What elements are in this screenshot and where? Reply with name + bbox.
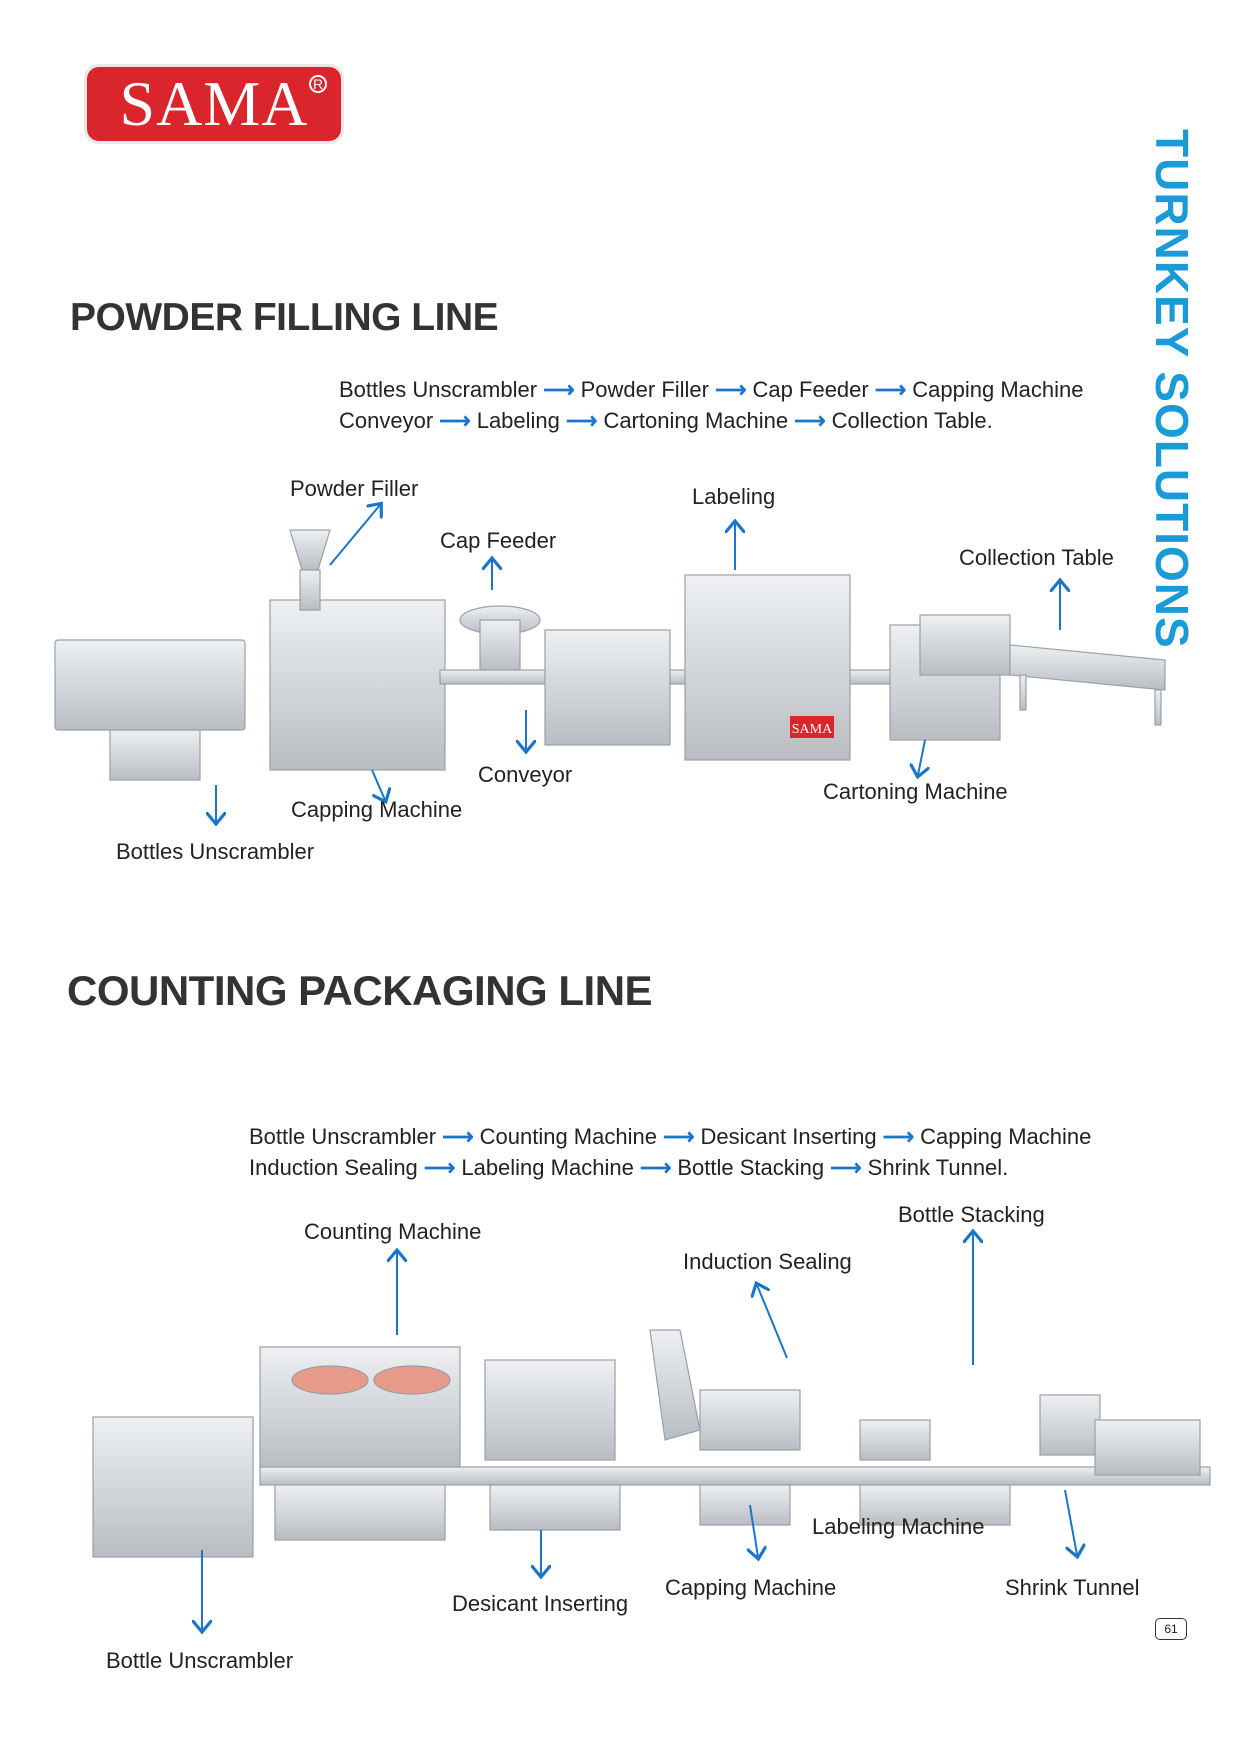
flow-step: Labeling [476,408,560,433]
flow-step: Counting Machine [479,1124,657,1149]
label-counting-machine: Counting Machine [304,1219,482,1244]
page-number: 61 [1155,1618,1187,1640]
arrow-right-icon: ⟶ [882,1124,915,1149]
arrow-right-icon: ⟶ [794,408,826,433]
label-shrink-tunnel: Shrink Tunnel [1005,1575,1140,1600]
arrow-right-icon: ⟶ [442,1124,474,1149]
arrow-right-icon: ⟶ [423,1155,456,1180]
flow-step: Bottle Stacking [677,1155,825,1180]
flow-step: Cartoning Machine [603,408,789,433]
flow-step: Labeling Machine [461,1155,634,1180]
label-powder-filler: Powder Filler [290,476,419,501]
label-collection-table: Collection Table [959,545,1114,570]
registered-mark: R [309,75,327,93]
side-title: TURNKEY SOLUTIONS [1146,129,1198,649]
counting-flow-line-2: Induction Sealing⟶Labeling Machine⟶Bottl… [249,1152,1008,1183]
flow-step: Induction Sealing [249,1155,418,1180]
label-labeling: Labeling [692,484,776,509]
counting-section-title: COUNTING PACKAGING LINE [67,967,653,1014]
flow-step: Conveyor [339,408,434,433]
machine-badge: SAMA [792,722,833,737]
arrow-right-icon: ⟶ [662,1124,695,1149]
arrow-right-icon: ⟶ [439,408,471,433]
label-bottle-unscrambler: Bottle Unscrambler [106,1648,294,1673]
label-conveyor: Conveyor [478,762,573,787]
arrow-right-icon: ⟶ [639,1155,672,1180]
arrow-right-icon: ⟶ [565,408,598,433]
counting-callout-arrows [202,1233,1077,1630]
powder-section-title: POWDER FILLING LINE [70,296,499,339]
arrow-right-icon: ⟶ [543,377,575,402]
flow-step: Capping Machine [920,1124,1092,1149]
label-labeling-machine: Labeling Machine [812,1514,985,1539]
flow-step: Bottle Unscrambler [249,1124,437,1149]
flow-step: Collection Table. [831,408,993,433]
flow-step: Capping Machine [912,377,1084,402]
logo-text: SAMA [119,68,309,139]
powder-line-machines [54,529,1166,781]
flow-step: Shrink Tunnel. [867,1155,1009,1180]
powder-flow-line-1: Bottles Unscrambler⟶Powder Filler⟶Cap Fe… [339,374,1084,405]
flow-step: Cap Feeder [752,377,869,402]
label-capping-machine-2: Capping Machine [665,1575,837,1600]
label-cartoning-machine: Cartoning Machine [823,779,1008,804]
flow-step: Desicant Inserting [700,1124,877,1149]
label-cap-feeder: Cap Feeder [440,528,557,553]
arrow-right-icon: ⟶ [874,377,907,402]
powder-callout-arrows [216,505,1060,822]
label-bottles-unscrambler: Bottles Unscrambler [116,839,315,864]
flow-step: Powder Filler [580,377,709,402]
sama-logo: SAMA R [87,67,341,141]
powder-flow-line-2: Conveyor⟶Labeling⟶Cartoning Machine⟶Coll… [339,405,993,436]
label-bottle-stacking: Bottle Stacking [898,1202,1045,1227]
arrow-right-icon: ⟶ [715,377,747,402]
counting-line-machines [92,1329,1211,1558]
label-desicant-inserting: Desicant Inserting [452,1591,629,1616]
label-capping-machine: Capping Machine [291,797,463,822]
label-induction-sealing: Induction Sealing [683,1249,852,1274]
arrow-right-icon: ⟶ [830,1155,862,1180]
counting-flow-line-1: Bottle Unscrambler⟶Counting Machine⟶Desi… [249,1121,1091,1152]
flow-step: Bottles Unscrambler [339,377,538,402]
